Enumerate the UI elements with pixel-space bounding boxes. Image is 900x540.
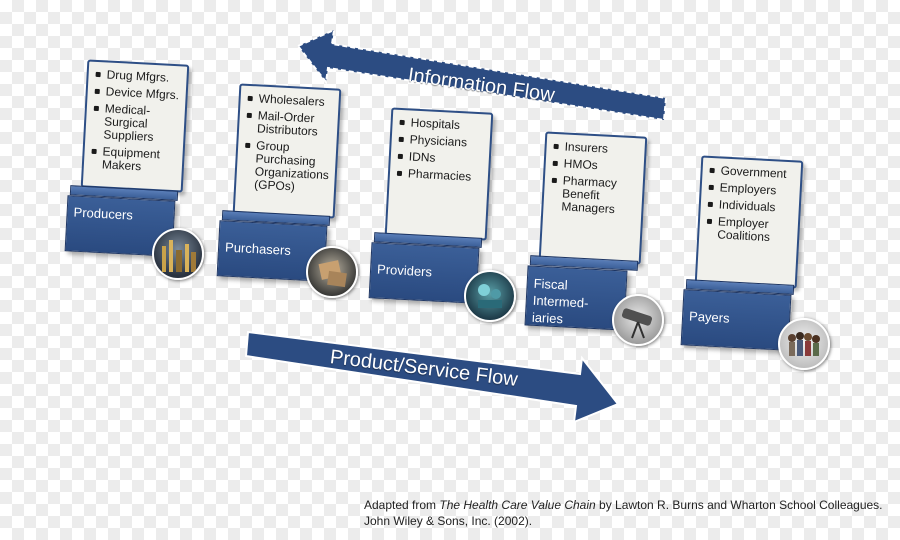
payers-card: Government Employers Individuals Employe… (694, 155, 804, 289)
payers-list: Government Employers Individuals Employe… (705, 163, 795, 245)
list-item: Physicians (407, 132, 484, 150)
purchasers-list: Wholesalers Mail-Order Distributors Grou… (242, 91, 333, 195)
providers-card: Hospitals Physicians IDNs Pharmacies (384, 107, 494, 241)
credit-suffix: by Lawton R. Burns and Wharton School Co… (595, 498, 883, 512)
producers-list: Drug Mfgrs. Device Mfgrs. Medical-Surgic… (90, 67, 181, 175)
source-credit: Adapted from The Health Care Value Chain… (364, 497, 883, 529)
list-item: Pharmacies (406, 166, 483, 184)
list-item: Group Purchasing Organizations (GPOs) (253, 138, 330, 194)
surgery-photo-icon (464, 270, 516, 322)
list-item: Government (718, 163, 795, 181)
list-item: Individuals (717, 197, 794, 215)
providers-label: Providers (376, 261, 433, 280)
list-item: Drug Mfgrs. (104, 67, 181, 85)
producers-label: Producers (73, 204, 134, 223)
boxes-photo-icon (306, 246, 358, 298)
list-item: Device Mfgrs. (105, 84, 180, 103)
credit-book-title: The Health Care Value Chain (439, 498, 596, 512)
providers-base: Providers (368, 242, 480, 304)
providers-list: Hospitals Physicians IDNs Pharmacies (396, 115, 485, 184)
product-service-flow-arrow (244, 330, 620, 424)
list-item: Employer Coalitions (715, 214, 792, 245)
list-item: Pharmacy Benefit Managers (559, 173, 637, 217)
fiscal-intermediaries-label: Fiscal Intermed-iaries (531, 275, 589, 327)
payers-label: Payers (688, 308, 730, 326)
list-item: IDNs (407, 149, 484, 167)
list-item: HMOs (561, 156, 638, 174)
list-item: Mail-Order Distributors (255, 108, 332, 139)
list-item: Insurers (562, 139, 639, 157)
telescope-photo-icon (612, 294, 664, 346)
credit-prefix: Adapted from (364, 498, 440, 512)
factory-photo-icon (152, 228, 204, 280)
list-item: Hospitals (408, 115, 485, 133)
crowd-photo-icon (778, 318, 830, 370)
list-item: Equipment Makers (100, 144, 177, 175)
purchasers-card: Wholesalers Mail-Order Distributors Grou… (232, 83, 342, 219)
credit-line-1: Adapted from The Health Care Value Chain… (364, 497, 883, 513)
list-item: Wholesalers (256, 91, 333, 109)
list-item: Employers (717, 180, 794, 198)
credit-line-2: John Wiley & Sons, Inc. (2002). (364, 514, 533, 528)
purchasers-label: Purchasers (224, 239, 292, 258)
information-flow-arrow (296, 28, 668, 122)
list-item: Medical-Surgical Suppliers (101, 101, 179, 145)
fiscal-intermediaries-card: Insurers HMOs Pharmacy Benefit Managers (538, 131, 648, 265)
producers-card: Drug Mfgrs. Device Mfgrs. Medical-Surgic… (80, 59, 190, 193)
fiscal-intermediaries-list: Insurers HMOs Pharmacy Benefit Managers (549, 139, 639, 217)
payers-base: Payers (680, 289, 792, 351)
